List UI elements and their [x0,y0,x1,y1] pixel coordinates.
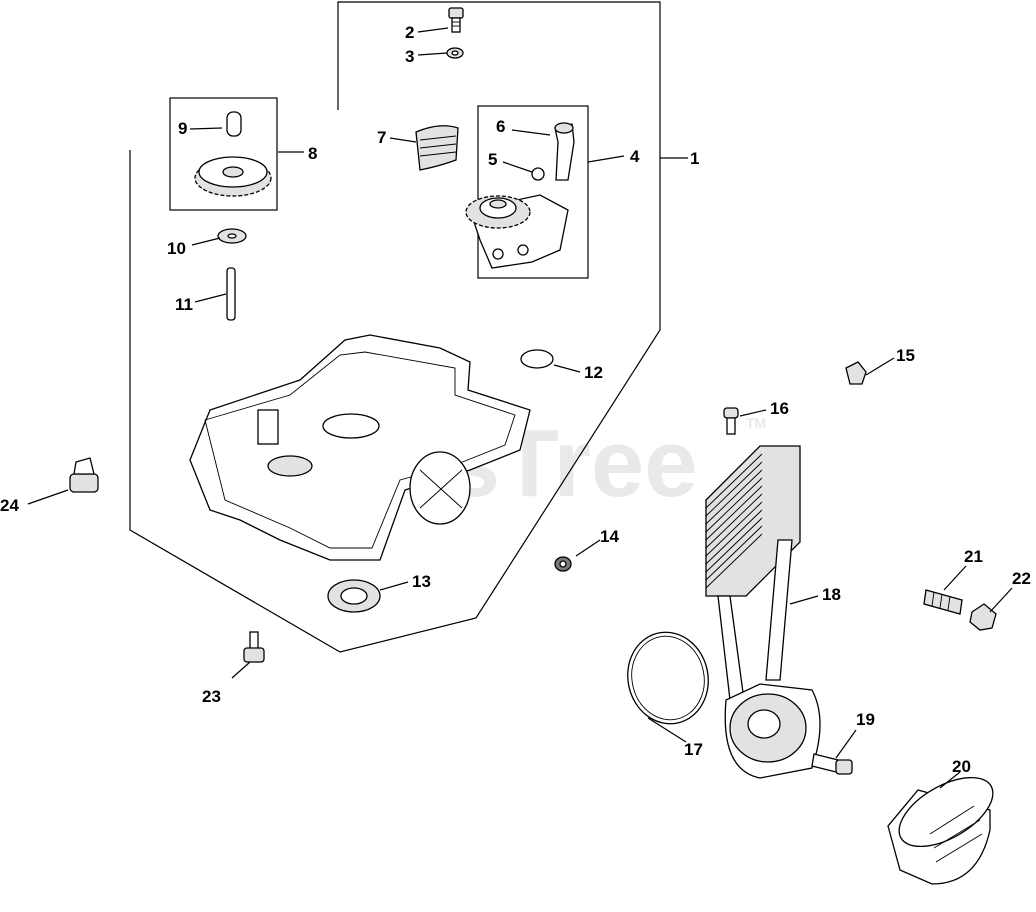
part-21-fitting[interactable] [923,589,963,615]
part-23-bolt[interactable] [243,631,265,663]
leader-lines [27,27,1013,789]
callout-8[interactable]: 8 [308,144,317,163]
callout-10[interactable]: 10 [167,239,186,258]
callout-22[interactable]: 22 [1012,569,1031,588]
part-6-pickup-tube[interactable] [554,122,575,181]
callout-12[interactable]: 12 [584,363,603,382]
part-13-oil-seal[interactable] [327,579,381,613]
callout-1[interactable]: 1 [690,149,699,168]
part-24-fitting[interactable] [69,457,99,493]
callout-20[interactable]: 20 [952,757,971,776]
callout-13[interactable]: 13 [412,572,431,591]
part-15-plug[interactable] [845,361,867,385]
callout-labels: 1 2 3 4 5 6 7 8 9 10 11 12 13 14 15 16 1… [0,23,1031,776]
part-17-gasket[interactable] [619,625,716,732]
callout-5[interactable]: 5 [488,150,497,169]
part-16-screw[interactable] [723,407,739,435]
subassembly-box-8 [169,97,278,211]
callout-17[interactable]: 17 [684,740,703,759]
callout-23[interactable]: 23 [202,687,221,706]
callout-2[interactable]: 2 [405,23,414,42]
part-18-oil-cooler[interactable] [705,445,821,779]
watermark-tm: TM [746,415,766,431]
callout-11[interactable]: 11 [175,295,193,314]
callout-21[interactable]: 21 [964,547,983,566]
callout-14[interactable]: 14 [600,527,619,546]
part-5-o-ring[interactable] [531,167,545,181]
part-9-pin[interactable] [226,111,242,137]
part-11-shaft[interactable] [226,267,236,321]
callout-15[interactable]: 15 [896,346,915,365]
part-4-oil-pump[interactable] [465,194,569,269]
callout-24[interactable]: 24 [0,496,19,515]
assembly-boundary [129,1,661,653]
part-19-connector[interactable] [811,753,853,775]
part-1-closure-plate[interactable] [189,334,531,561]
callout-7[interactable]: 7 [377,128,386,147]
subassembly-box-4 [477,105,589,279]
callout-3[interactable]: 3 [405,47,414,66]
part-3-washer[interactable] [446,47,464,59]
part-22-nut[interactable] [969,603,997,631]
part-14-nut[interactable] [554,556,572,572]
callout-16[interactable]: 16 [770,399,789,418]
part-20-oil-filter[interactable] [887,763,1004,885]
part-10-washer[interactable] [217,228,247,244]
callout-19[interactable]: 19 [856,710,875,729]
callout-4[interactable]: 4 [630,147,640,166]
callout-6[interactable]: 6 [496,117,505,136]
part-12-o-ring[interactable] [520,349,554,369]
part-2-bolt[interactable] [448,7,464,33]
callout-9[interactable]: 9 [178,119,187,138]
part-8-governor-gear[interactable] [194,156,272,197]
callout-18[interactable]: 18 [822,585,841,604]
part-7-screen[interactable] [415,125,459,171]
